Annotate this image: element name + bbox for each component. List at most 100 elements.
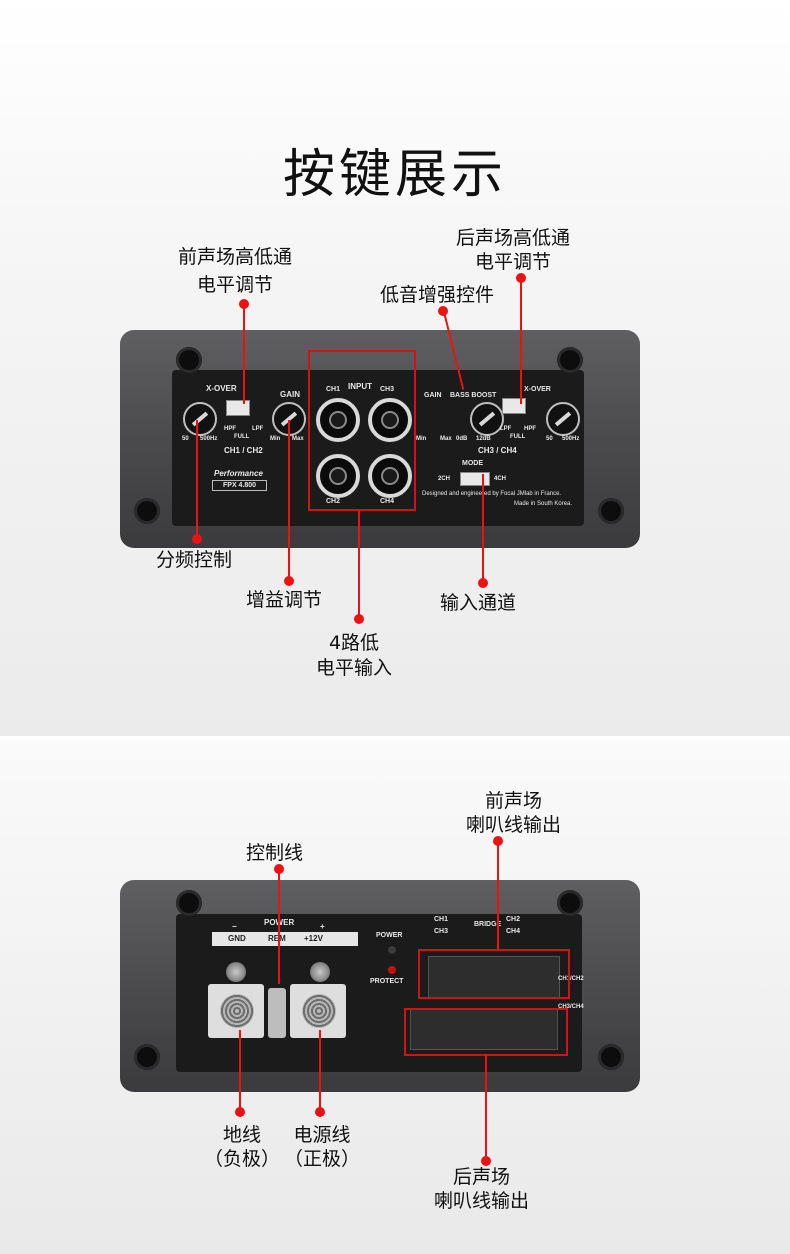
callout-dot [239,299,249,309]
full-label: FULL [234,434,250,440]
label-rear-xover: 后声场高低通 电平调节 [456,227,571,273]
mode-2ch-label: 2CH [438,476,451,482]
gnd-label: GND [228,934,246,943]
xover-switch-left[interactable] [226,400,250,416]
callout-line [243,300,245,404]
label-input-channel: 输入通道 [440,592,517,614]
hpf-label: HPF [224,426,236,432]
terminal-label-strip [212,932,358,946]
mount-hole [134,498,160,524]
gnd-screw [226,962,246,982]
hpf-label: HPF [524,426,536,432]
page-title: 按键展示 [282,145,507,205]
credit-line1: Designed and engineered by Focal JMlab i… [422,491,562,497]
crossover-knob-right[interactable] [546,402,580,436]
plus-sign: + [320,922,325,931]
model-label: FPX 4.800 [212,480,268,491]
power-led-label: POWER [376,932,403,939]
freq-high-label: 500Hz [200,436,218,442]
ch12-label: CH1 / CH2 [224,446,263,455]
panel-controls: 按键展示 前声场高低通 电平调节 后声场高低通 电平调节 低音增强控件 X-OV… [0,0,790,740]
power-led [388,946,396,954]
mode-switch[interactable] [460,472,490,486]
legend-ch2: CH2 [506,916,521,923]
rem-terminal[interactable] [268,988,286,1038]
gain-left-label: GAIN [280,390,300,399]
section-divider [0,736,790,742]
input-highlight-box [308,350,416,511]
xover-right-label: X-OVER [524,386,551,393]
callout-line [482,474,484,582]
ch4-label: CH4 [380,498,395,505]
label-front-xover: 前声场高低通 电平调节 [178,246,293,296]
ch34-output-label: CH3/CH4 [558,1004,584,1010]
label-ground-wire: 地线 （负极） [204,1124,281,1170]
callout-dot [481,1156,491,1166]
speaker-terminal-rear[interactable] [410,1008,558,1050]
front-speaker-highlight-box [418,949,570,999]
v12-terminal[interactable] [302,994,336,1028]
full-label: FULL [510,434,526,440]
callout-line [485,1054,487,1162]
brand-label: Performance [214,469,263,478]
legend-bridge: BRIDGE [474,921,502,928]
ch2-label: CH2 [326,498,341,505]
xover-switch-right[interactable] [502,398,526,414]
crossover-knob[interactable] [183,402,217,436]
xover-left-label: X-OVER [206,384,237,393]
db0-label: 0dB [456,436,468,442]
callout-dot [438,306,448,316]
mount-hole [557,347,583,373]
panel-terminals: 前声场 喇叭线输出 控制线 − POWER + GND REM +12V POW… [0,740,790,1254]
callout-dot [516,273,526,283]
rca-input-ch4[interactable] [368,454,412,498]
input-label: INPUT [348,382,372,391]
ch34-label: CH3 / CH4 [478,446,517,455]
legend-ch4: CH4 [506,928,521,935]
label-power-wire: 电源线 （正极） [284,1124,361,1170]
rca-input-ch1[interactable] [316,398,360,442]
callout-dot [478,578,488,588]
protect-led [388,966,396,974]
callout-dot [235,1107,245,1117]
legend-ch3: CH3 [434,928,449,935]
mount-hole [134,1044,160,1070]
rca-input-ch3[interactable] [368,398,412,442]
mount-hole [598,498,624,524]
min-label: Min [270,436,281,442]
rca-input-ch2[interactable] [316,454,360,498]
max-label: Max [440,436,452,442]
callout-line [358,510,360,618]
lpf-label: LPF [500,426,512,432]
callout-dot [284,576,294,586]
freq-high-label: 500Hz [562,436,580,442]
amplifier-rear-view: − POWER + GND REM +12V POWER PROTECT CH1… [120,880,640,1092]
callout-dot [274,864,284,874]
callout-dot [315,1107,325,1117]
mount-hole [598,1044,624,1070]
freq-low-label: 50 [182,436,189,442]
callout-line [319,1030,321,1112]
bass-boost-knob[interactable] [470,402,504,436]
callout-line [288,420,290,580]
label-rear-speaker: 后声场 喇叭线输出 [434,1166,530,1212]
callout-line [497,840,499,950]
label-crossover: 分频控制 [156,549,233,571]
mode-label: MODE [462,460,483,467]
gnd-terminal[interactable] [220,994,254,1028]
mount-hole [176,890,202,916]
rem-label: REM [268,934,286,943]
bass-boost-label: BASS BOOST [450,392,497,399]
callout-dot [354,614,364,624]
v12-label: +12V [304,934,323,943]
minus-sign: − [232,922,237,931]
callout-line [520,274,522,404]
gain-right-label: GAIN [424,392,442,399]
callout-dot [493,836,503,846]
label-front-speaker: 前声场 喇叭线输出 [466,790,562,836]
amplifier-front-view: X-OVER GAIN 50 500Hz HPF LPF FULL Min Ma… [120,330,640,548]
mode-4ch-label: 4CH [494,476,507,482]
bridge-legend: CH1 CH2 BRIDGE CH3 CH4 [422,916,540,936]
db12-label: 12dB [476,436,491,442]
mount-hole [176,347,202,373]
